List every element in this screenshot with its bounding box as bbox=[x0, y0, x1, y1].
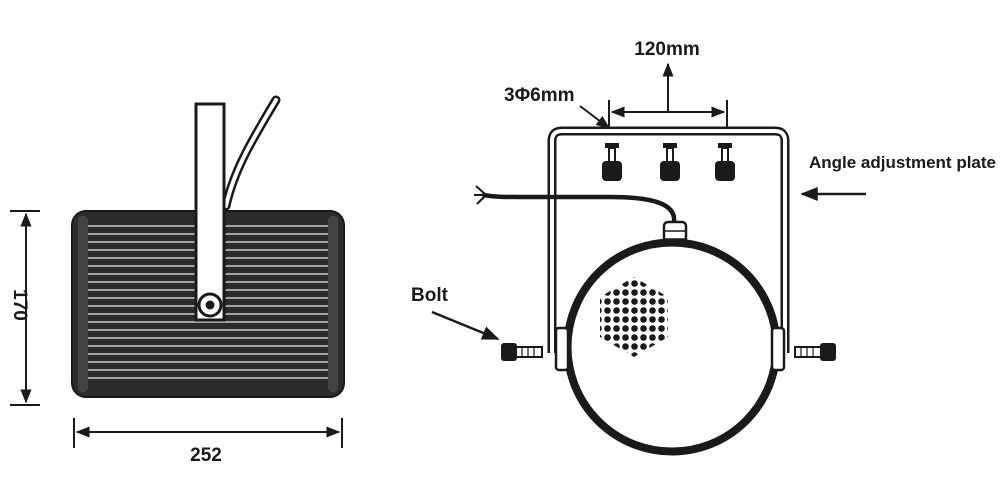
mount-screw bbox=[660, 143, 680, 181]
side-bracket bbox=[194, 102, 226, 322]
hole-spec-leader bbox=[579, 105, 611, 129]
spacing-dimension-line bbox=[608, 62, 728, 128]
side-view: 170 252 bbox=[9, 95, 345, 466]
front-view: 120mm 3Φ6mm Angle adjustment plate Bolt bbox=[411, 39, 996, 456]
front-cable bbox=[481, 192, 677, 225]
cable-wire-ends bbox=[474, 185, 487, 205]
right-pivot-plate bbox=[770, 326, 786, 372]
bolt-label: Bolt bbox=[411, 285, 449, 306]
plate-label: Angle adjustment plate bbox=[809, 153, 996, 172]
height-dimension-line bbox=[10, 210, 40, 406]
width-label: 252 bbox=[190, 445, 222, 466]
speaker-front-ring bbox=[563, 238, 781, 456]
hole-spec-label: 3Φ6mm bbox=[504, 85, 575, 106]
bolt-arrow bbox=[431, 310, 500, 341]
left-pivot-plate bbox=[554, 326, 570, 372]
width-dimension-line bbox=[73, 418, 343, 448]
mount-screw bbox=[602, 143, 622, 181]
spacing-label: 120mm bbox=[634, 39, 700, 60]
right-bolt bbox=[794, 343, 836, 361]
height-label: 170 bbox=[9, 289, 30, 321]
left-bolt bbox=[501, 343, 543, 361]
mount-screw bbox=[715, 143, 735, 181]
